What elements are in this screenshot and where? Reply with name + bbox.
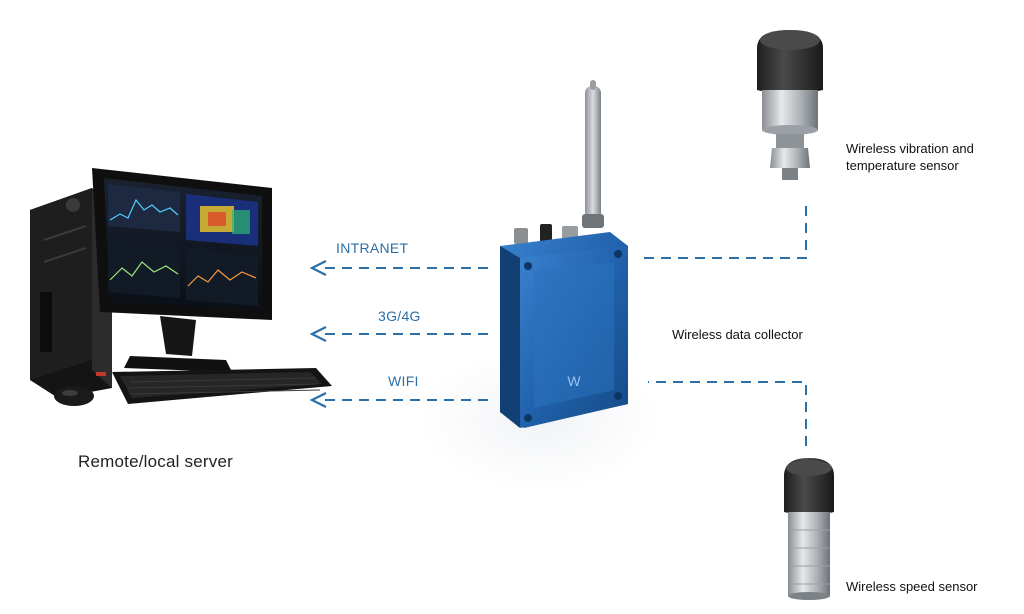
data-collector-device: W: [500, 80, 628, 428]
antenna-icon: [582, 80, 604, 228]
sensor-links: [642, 206, 807, 446]
server-monitor: [92, 168, 272, 372]
wifi-arrow: [309, 392, 488, 408]
cellular-arrow: [309, 326, 488, 342]
speed-sensor-device: [784, 458, 834, 600]
wifi-label: WIFI: [388, 373, 419, 389]
speed-sensor-link: [648, 381, 807, 446]
cellular-label: 3G/4G: [378, 308, 421, 324]
speed-sensor-label: Wireless speed sensor: [846, 579, 978, 594]
vibration-sensor-label-line2: temperature sensor: [846, 158, 959, 173]
server-mouse: [54, 386, 94, 406]
vibration-sensor-link: [642, 206, 807, 259]
server-computer: [30, 168, 332, 406]
intranet-label: INTRANET: [336, 240, 409, 256]
server-keyboard: [112, 368, 332, 404]
vibration-sensor-device: [757, 30, 823, 180]
vibration-sensor-label: Wireless vibration and temperature senso…: [846, 140, 974, 174]
server-label: Remote/local server: [78, 452, 233, 471]
svg-text:W: W: [567, 373, 581, 389]
collector-label: Wireless data collector: [672, 327, 803, 342]
connection-arrows: [309, 260, 488, 408]
intranet-arrow: [309, 260, 488, 276]
vibration-sensor-label-line1: Wireless vibration and: [846, 141, 974, 156]
